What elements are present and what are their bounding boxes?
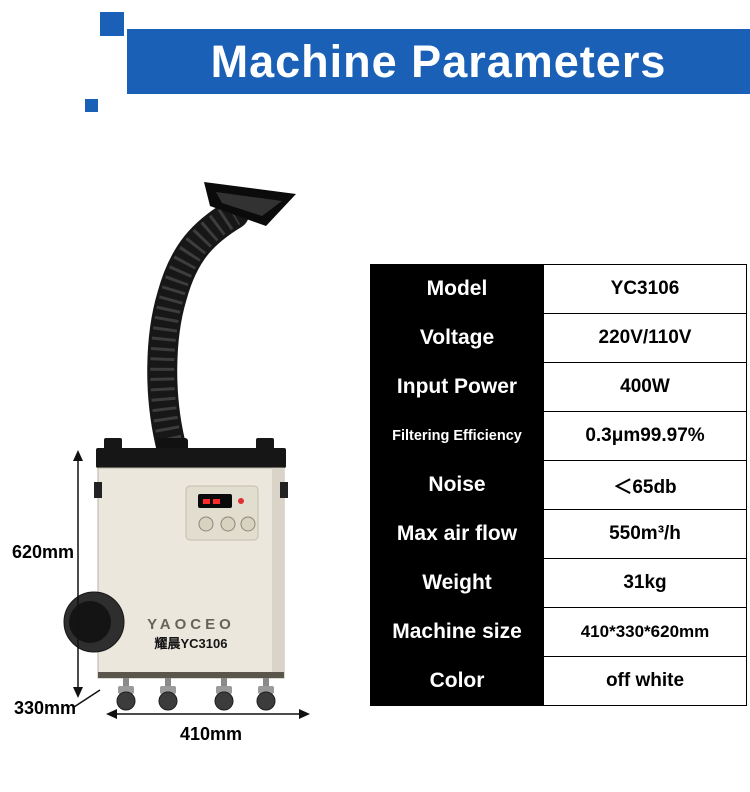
spec-label: Weight [370, 558, 544, 608]
caster-wheel [158, 678, 178, 711]
caster-wheels [116, 678, 276, 711]
spec-row: Input Power 400W [370, 362, 747, 412]
dimension-width: 410mm [106, 709, 310, 744]
spec-row: Noise ＜65db [370, 460, 747, 510]
spec-label: Machine size [370, 607, 544, 657]
brand-text: YAOCEO [147, 616, 235, 633]
spec-value: 31kg [543, 558, 747, 608]
spec-value: 220V/110V [543, 313, 747, 363]
caster-wheel [116, 678, 136, 711]
spec-value: 400W [543, 362, 747, 412]
deco-square-large [100, 12, 124, 36]
height-dimension-label: 620mm [12, 542, 74, 562]
spec-row: Model YC3106 [370, 264, 747, 314]
spec-row: Weight 31kg [370, 558, 747, 608]
caster-wheel [256, 678, 276, 711]
model-text: 耀晨YC3106 [154, 636, 228, 651]
dimension-depth: 330mm [14, 689, 101, 718]
dimension-height: 620mm [12, 450, 83, 698]
spec-label: Color [370, 656, 544, 706]
header-banner: Machine Parameters [127, 29, 750, 94]
spec-label: Max air flow [370, 509, 544, 559]
exhaust-port [63, 591, 125, 653]
spec-value: off white [543, 656, 747, 706]
spec-label: Filtering Efficiency [370, 411, 544, 461]
caster-wheel [214, 678, 234, 711]
spec-value: YC3106 [543, 264, 747, 314]
deco-square-small [85, 99, 98, 112]
page-title: Machine Parameters [210, 35, 667, 87]
machine-body: YAOCEO 耀晨YC3106 [94, 438, 288, 679]
spec-label: Model [370, 264, 544, 314]
spec-row: Filtering Efficiency 0.3μm99.97% [370, 411, 747, 461]
spec-value: 0.3μm99.97% [543, 411, 747, 461]
spec-label: Noise [370, 460, 544, 510]
spec-value: 550m³/h [543, 509, 747, 559]
width-dimension-label: 410mm [180, 724, 242, 744]
spec-table: Model YC3106 Voltage 220V/110V Input Pow… [370, 264, 747, 706]
spec-label: Input Power [370, 362, 544, 412]
spec-value: 410*330*620mm [543, 607, 747, 657]
spec-row: Voltage 220V/110V [370, 313, 747, 363]
spec-row: Color off white [370, 656, 747, 706]
spec-row: Max air flow 550m³/h [370, 509, 747, 559]
spec-row: Machine size 410*330*620mm [370, 607, 747, 657]
spec-label: Voltage [370, 313, 544, 363]
depth-dimension-label: 330mm [14, 698, 76, 718]
spec-value: ＜65db [543, 460, 747, 510]
funnel-nozzle-icon [204, 182, 296, 226]
control-panel [185, 485, 259, 541]
hose [147, 199, 249, 465]
